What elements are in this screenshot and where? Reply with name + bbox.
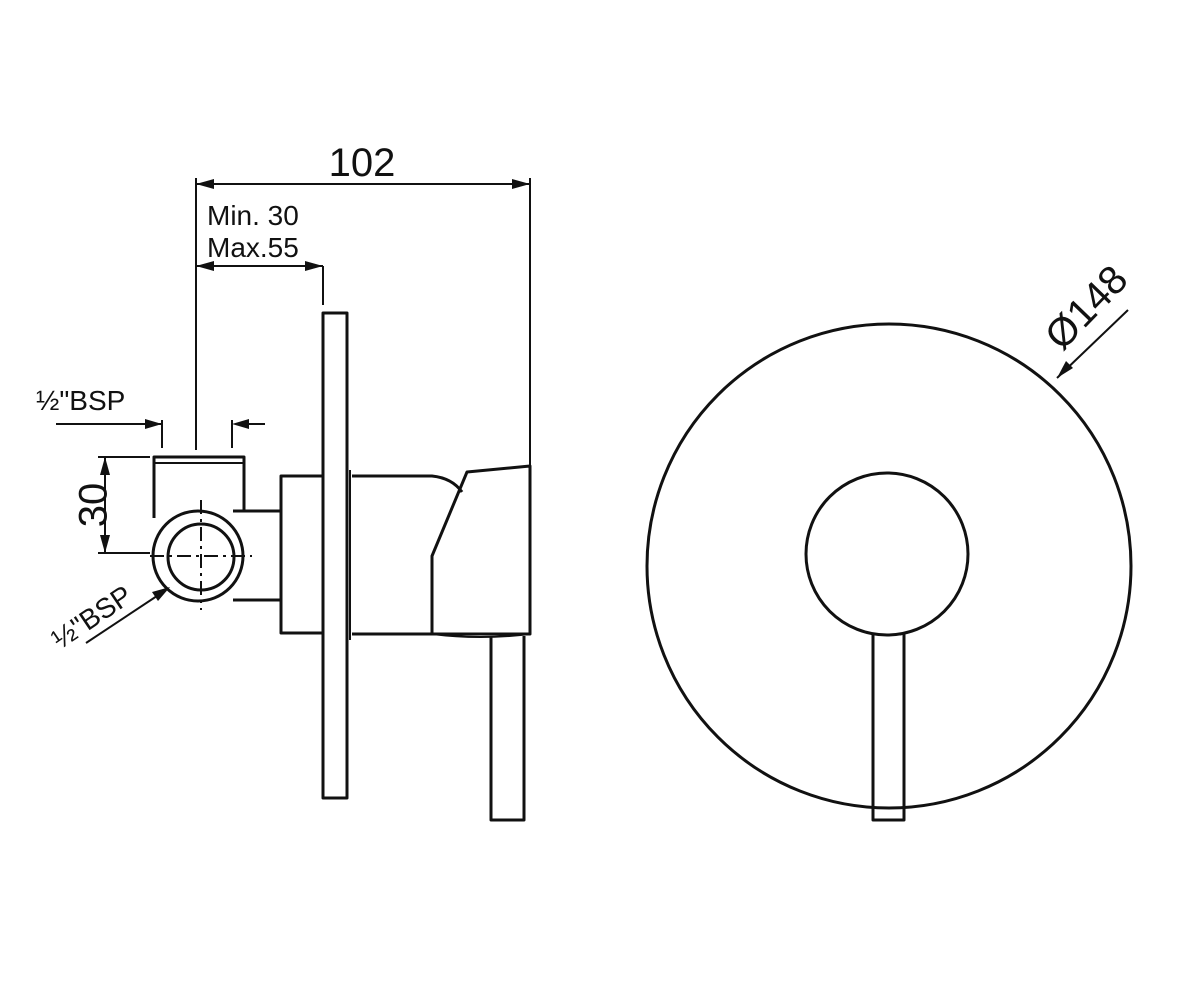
bsp-bottom-arrow [152,587,170,601]
dim-30-arrow-bottom [100,535,110,553]
lever [489,636,526,822]
dim-102-label: 102 [329,141,396,185]
dim-102-arrow-right [512,179,530,189]
handle-underside [431,633,531,638]
valve-body-block [279,474,325,635]
dim-wall-arrow-right [305,261,323,271]
handle-head [430,464,532,636]
side-view: 102 Min. 30 Max.55 30 ½"BSP ½"BSP [36,141,532,822]
bsp-top-arrow-left [145,419,162,429]
bsp-top-label: ½"BSP [36,385,125,416]
dim-30-arrow-top [100,457,110,475]
bsp-top-arrow-right [232,419,249,429]
dim-102-arrow-left [196,179,214,189]
dim-wall-max-label: Max.55 [207,232,299,263]
dim-dia-label: Ø148 [1037,257,1137,358]
dim-wall-min-label: Min. 30 [207,200,299,231]
dim-wall-arrow-left [196,261,214,271]
front-view: Ø148 [645,257,1137,822]
dim-30-label: 30 [72,483,116,528]
front-handle-hub [804,471,970,637]
bsp-bottom-leader [85,589,167,644]
inlet-fitting [152,455,246,518]
trim-sleeve [352,474,464,636]
inlet-pipe-stub [233,509,281,602]
dim-dia-arrow [1057,361,1073,378]
cover-plate [321,311,349,800]
front-cover-plate [645,322,1133,810]
front-lever [871,634,906,822]
